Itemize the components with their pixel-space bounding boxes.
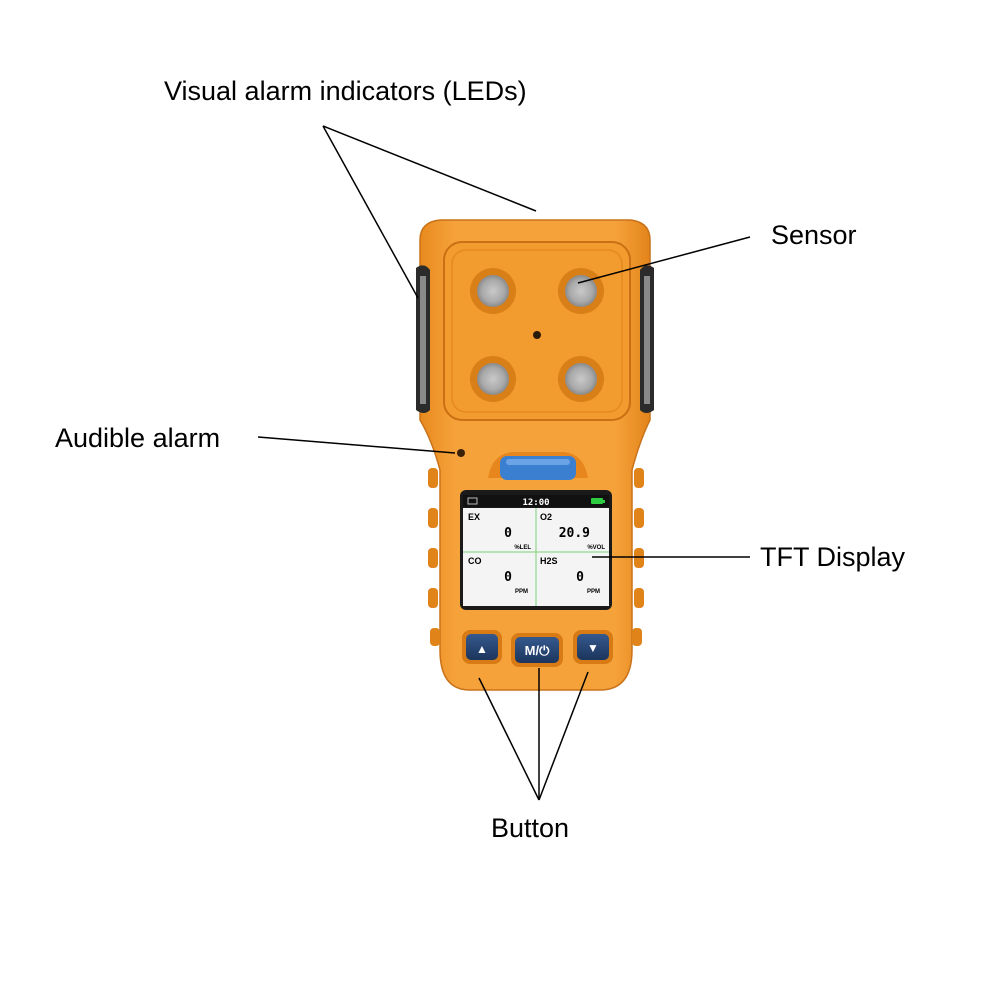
mode-power-button[interactable]: M/⏻: [511, 633, 563, 667]
callout-audible-alarm: Audible alarm: [55, 423, 221, 453]
battery-icon: [591, 498, 603, 504]
sensor-bottom-left: [470, 356, 516, 402]
led-strip-left: [416, 265, 430, 413]
gas-value-ex: 0: [504, 526, 512, 541]
sensor-panel: [443, 241, 631, 421]
gas-unit-h2s: PPM: [587, 589, 600, 595]
mode-power-label: M/⏻: [525, 643, 550, 658]
callout-tft-display: TFT Display: [760, 542, 906, 572]
up-button[interactable]: ▲: [462, 630, 502, 664]
up-arrow-icon: ▲: [476, 642, 488, 656]
gas-label-co: CO: [468, 556, 482, 566]
clock-text: 12:00: [522, 498, 549, 508]
signal-icon: [467, 497, 478, 505]
gas-unit-ex: %LEL: [514, 545, 531, 551]
gas-unit-o2: %VOL: [587, 545, 605, 551]
sensor-top-left: [470, 268, 516, 314]
down-arrow-icon: ▼: [587, 641, 599, 655]
leader-leds-left: [322, 125, 419, 299]
callout-button: Button: [491, 813, 570, 843]
gas-value-co: 0: [504, 570, 512, 585]
callout-leds: Visual alarm indicators (LEDs): [164, 76, 527, 106]
gas-value-h2s: 0: [576, 570, 584, 585]
tft-display: 12:00 EX 0 %LEL O2 20.9 %VOL CO 0 PPM H2…: [460, 490, 612, 610]
gas-value-o2: 20.9: [559, 526, 590, 541]
leader-button-left: [478, 677, 540, 801]
leader-sensor: [577, 236, 751, 284]
gas-label-h2s: H2S: [540, 556, 558, 566]
audible-alarm-hole: [457, 449, 465, 457]
grip-ridges-left: [428, 468, 440, 646]
blue-clip: [488, 452, 588, 480]
status-bar: 12:00: [467, 497, 605, 508]
gas-label-o2: O2: [540, 512, 552, 522]
sensor-top-right: [558, 268, 604, 314]
gas-unit-co: PPM: [515, 589, 528, 595]
leader-audible: [257, 436, 456, 454]
leader-lines: [257, 125, 751, 801]
grip-ridges-right: [632, 468, 644, 646]
callout-sensor: Sensor: [771, 220, 857, 250]
down-button[interactable]: ▼: [573, 630, 613, 664]
center-pin-hole: [533, 331, 541, 339]
leader-button-right: [538, 671, 589, 801]
gas-label-ex: EX: [468, 512, 480, 522]
leader-leds-top: [322, 125, 537, 212]
led-strip-right: [640, 265, 654, 413]
sensor-bottom-right: [558, 356, 604, 402]
